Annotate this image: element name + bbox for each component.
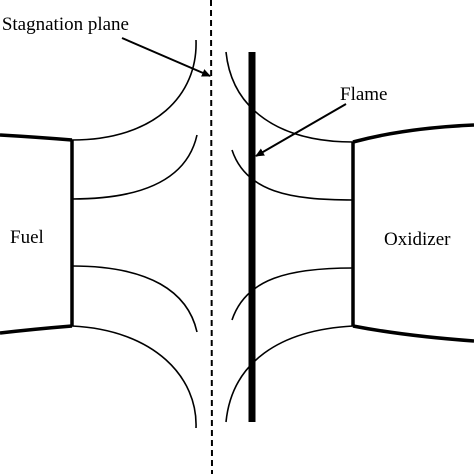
fuel-label: Fuel xyxy=(10,227,44,248)
oxidizer-nozzle xyxy=(351,123,474,343)
stagnation-plane-label: Stagnation plane xyxy=(2,14,129,35)
oxidizer-streamlines xyxy=(225,51,354,423)
streamline xyxy=(231,267,354,321)
stagnation-plane-arrow xyxy=(121,37,211,77)
flame-arrow xyxy=(255,103,347,157)
fuel-nozzle xyxy=(0,133,74,335)
fuel-nozzle-lower-wall xyxy=(0,324,73,335)
oxidizer-label: Oxidizer xyxy=(384,229,451,250)
streamline xyxy=(225,325,354,423)
fuel-nozzle-upper-wall xyxy=(0,133,73,142)
stagnation-plane-line xyxy=(210,0,213,474)
streamline xyxy=(231,149,354,201)
streamline xyxy=(71,134,198,200)
oxidizer-nozzle-lower-wall xyxy=(352,324,474,343)
streamline xyxy=(71,39,197,141)
oxidizer-nozzle-upper-wall xyxy=(352,123,474,144)
flame-label: Flame xyxy=(340,84,388,105)
streamline xyxy=(71,325,197,429)
streamline xyxy=(225,51,354,143)
fuel-streamlines xyxy=(71,39,198,429)
streamline xyxy=(71,265,198,333)
